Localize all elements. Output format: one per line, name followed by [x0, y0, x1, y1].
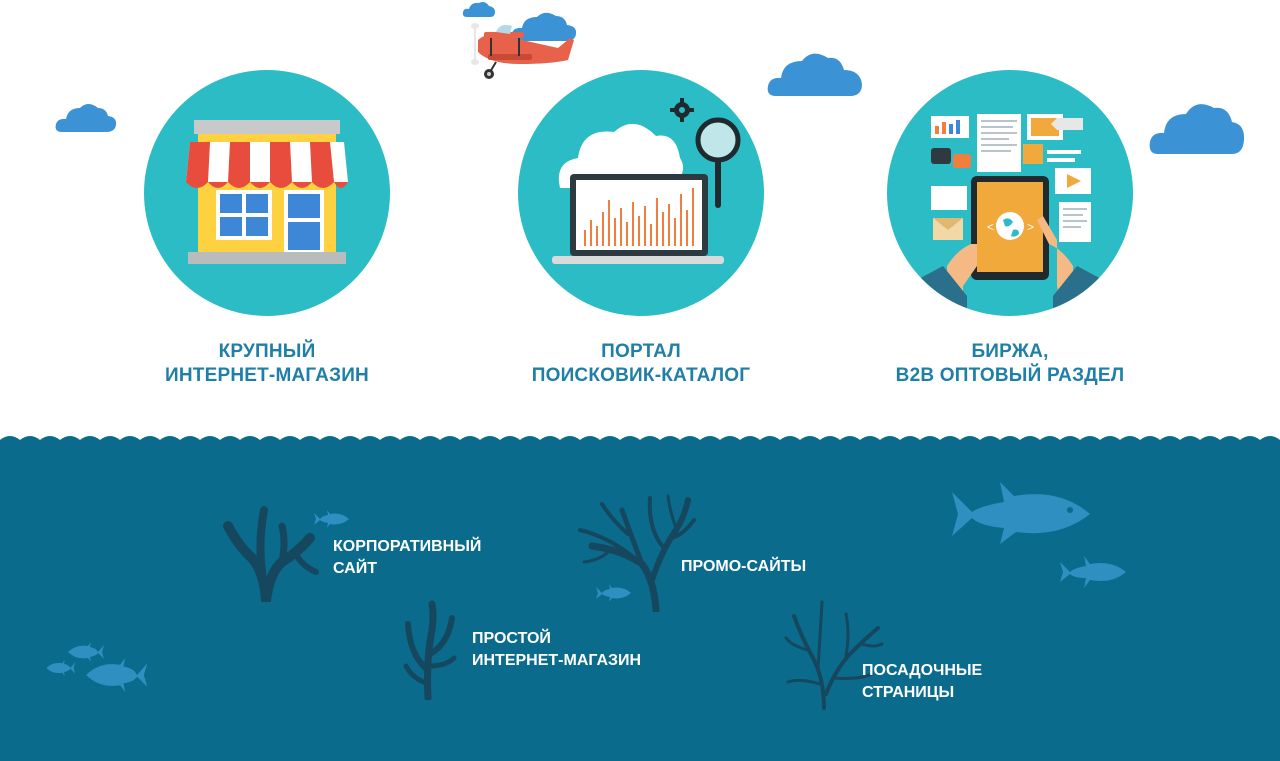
fish-icon: [314, 510, 349, 528]
coral-icon: [223, 506, 319, 602]
fish-icon: [1060, 556, 1126, 588]
cloud-icon: [1149, 104, 1245, 154]
top-item-title: БИРЖА, B2B ОПТОВЫЙ РАЗДЕЛ: [860, 340, 1160, 388]
sea-item-label: ПРОСТОЙ ИНТЕРНЕТ-МАГАЗИН: [472, 628, 641, 672]
storefront-icon: [186, 120, 348, 264]
sea-item-label: ПОСАДОЧНЫЕ СТРАНИЦЫ: [862, 660, 982, 704]
fish-icon: [86, 658, 148, 692]
laptop-search-icon: [552, 98, 741, 264]
sea-item-line2: СТРАНИЦЫ: [862, 684, 955, 701]
sea-item-line1: КОРПОРАТИВНЫЙ: [333, 538, 482, 555]
storefront-circle: [144, 70, 390, 316]
fish-icon: [68, 642, 104, 662]
sea-item-line2: ИНТЕРНЕТ-МАГАЗИН: [472, 652, 642, 669]
wave-divider: [0, 436, 1280, 448]
tablet-circle: < >: [887, 70, 1133, 316]
sea-item-line1: ПРОМО-САЙТЫ: [681, 558, 807, 575]
top-item-line1: ПОРТАЛ: [601, 341, 681, 362]
fish-icon: [596, 584, 631, 602]
svg-text:>: >: [1027, 220, 1034, 234]
top-item-line1: БИРЖА,: [971, 341, 1049, 362]
sea-item-line1: ПОСАДОЧНЫЕ: [862, 662, 983, 679]
top-item-line2: ПОИСКОВИК-КАТАЛОГ: [531, 365, 751, 386]
top-item-line2: ИНТЕРНЕТ-МАГАЗИН: [165, 365, 369, 386]
tablet-exchange-icon: < >: [887, 114, 1133, 316]
airplane-icon: [471, 23, 574, 79]
laptop-circle: [518, 70, 764, 316]
sea-item-line1: ПРОСТОЙ: [472, 630, 551, 647]
cloud-icon: [462, 2, 495, 17]
cloud-icon: [55, 104, 117, 132]
fish-icon: [46, 660, 76, 676]
svg-text:<: <: [987, 220, 994, 234]
sea-item-label: КОРПОРАТИВНЫЙ САЙТ: [333, 536, 481, 580]
coral-icon: [578, 494, 696, 612]
sea-item-label: ПРОМО-САЙТЫ: [681, 556, 806, 578]
top-item-line1: КРУПНЫЙ: [218, 341, 316, 362]
coral-icon: [784, 600, 884, 710]
sea-section: [0, 440, 1280, 761]
cloud-icon: [767, 53, 862, 96]
cloud-icon: [511, 12, 577, 41]
top-item-title: ПОРТАЛ ПОИСКОВИК-КАТАЛОГ: [491, 340, 791, 388]
top-item-title: КРУПНЫЙ ИНТЕРНЕТ-МАГАЗИН: [117, 340, 417, 388]
top-item-line2: B2B ОПТОВЫЙ РАЗДЕЛ: [895, 365, 1125, 386]
sea-item-line2: САЙТ: [333, 560, 377, 577]
fish-icon: [952, 482, 1090, 544]
coral-icon: [403, 600, 457, 700]
